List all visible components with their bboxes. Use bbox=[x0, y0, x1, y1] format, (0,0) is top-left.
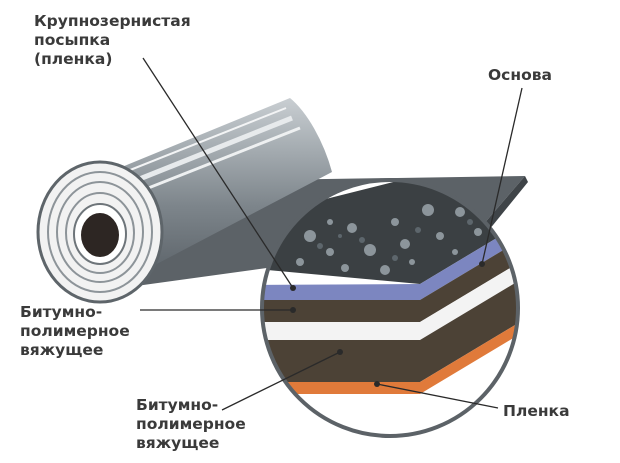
label-film: Пленка bbox=[503, 402, 570, 420]
roofing-roll bbox=[36, 98, 332, 304]
leader-granules bbox=[142, 57, 294, 289]
gravel-layer bbox=[262, 180, 518, 284]
leader-lines bbox=[140, 57, 523, 411]
binder-layer-top bbox=[262, 240, 518, 322]
binder-layer-bottom bbox=[262, 280, 518, 382]
label-binder-top: Битумно- полимерное вяжущее bbox=[20, 303, 130, 359]
roll-core bbox=[81, 213, 119, 257]
blue-top-layer bbox=[262, 224, 518, 300]
leader-film bbox=[376, 383, 499, 409]
leader-dots bbox=[290, 261, 485, 387]
base-layer bbox=[262, 262, 518, 340]
label-base: Основа bbox=[488, 66, 552, 84]
cross-section-lens bbox=[260, 178, 520, 438]
label-granules: Крупнозернистая посыпка (пленка) bbox=[34, 12, 191, 68]
leader-binder-bottom bbox=[221, 351, 341, 411]
label-binder-bottom: Битумно- полимерное вяжущее bbox=[136, 396, 246, 452]
leader-base bbox=[481, 87, 523, 265]
